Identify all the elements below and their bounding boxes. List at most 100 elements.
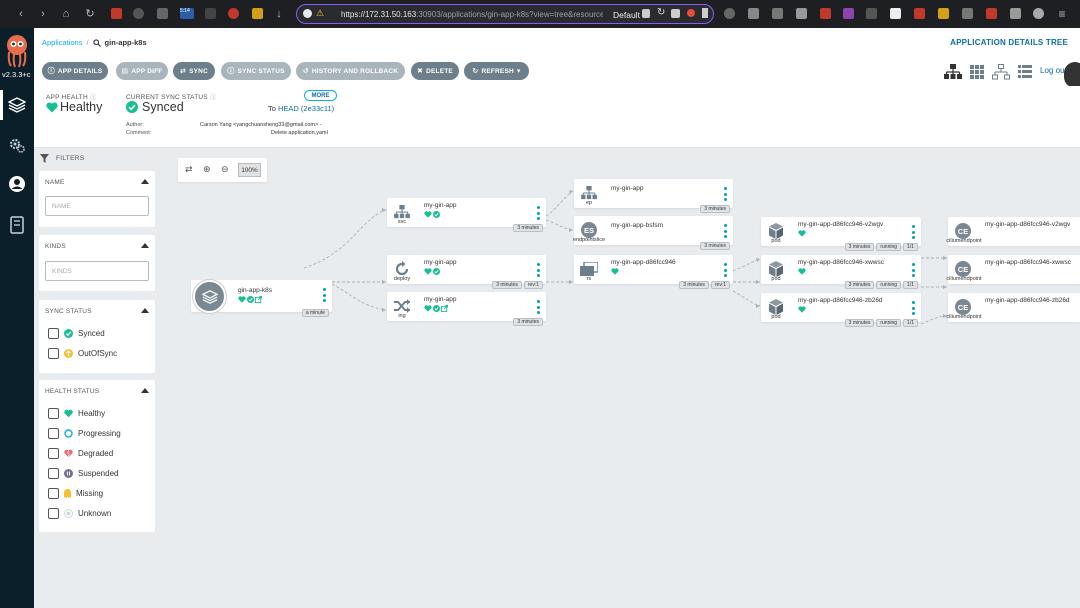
- logout-link[interactable]: Log ou: [1040, 66, 1065, 75]
- extension-icon[interactable]: [724, 8, 735, 19]
- refresh-button[interactable]: ↻REFRESH▾: [464, 62, 529, 80]
- node-menu-icon[interactable]: [537, 206, 540, 220]
- checkbox[interactable]: [48, 487, 59, 499]
- forward-icon[interactable]: ›: [41, 7, 45, 20]
- filter-outofsync[interactable]: OutOfSync: [48, 347, 117, 359]
- extension-icon[interactable]: [962, 8, 973, 19]
- filter-synced[interactable]: Synced: [48, 327, 105, 339]
- collapse-icon[interactable]: [141, 388, 149, 393]
- checkbox[interactable]: [48, 327, 59, 339]
- bookmark-favicon[interactable]: [228, 8, 239, 19]
- argo-logo-icon[interactable]: [5, 34, 29, 68]
- nav-user-info[interactable]: [7, 174, 27, 194]
- extension-icon[interactable]: [642, 9, 650, 18]
- extension-icon[interactable]: [843, 8, 854, 19]
- extension-icon[interactable]: [938, 8, 949, 19]
- zoom-in-icon[interactable]: ⊕: [203, 164, 211, 174]
- tab-icon[interactable]: [671, 9, 680, 18]
- bookmark-icon[interactable]: [702, 8, 708, 18]
- breadcrumb-applications[interactable]: Applications: [42, 38, 83, 47]
- filter-progressing[interactable]: Progressing: [48, 427, 121, 439]
- question-icon[interactable]: ⓘ: [89, 94, 97, 101]
- sync-button[interactable]: ⇄SYNC: [173, 62, 215, 80]
- checkbox[interactable]: [48, 447, 59, 459]
- home-icon[interactable]: ⌂: [62, 7, 70, 20]
- question-icon[interactable]: ⓘ: [209, 94, 217, 101]
- checkbox[interactable]: [48, 467, 59, 479]
- pod-node[interactable]: pod my-gin-app-d86fcc946-xwwsc 3 minutes…: [761, 255, 921, 289]
- ing-node[interactable]: ing my-gin-app 3 minutes: [387, 292, 546, 326]
- bookmark-favicon[interactable]: [205, 8, 216, 19]
- extension-icon[interactable]: [772, 8, 783, 19]
- tree-view-icon[interactable]: [944, 64, 962, 80]
- node-menu-icon[interactable]: [537, 300, 540, 314]
- endpointslice-node[interactable]: ES endpointslice my-gin-app-bsfsm 3 minu…: [573, 216, 733, 250]
- extension-icon[interactable]: [820, 8, 831, 19]
- extension-icon[interactable]: [1010, 8, 1021, 19]
- extension-icon[interactable]: [748, 8, 759, 19]
- bookmark-favicon[interactable]: [133, 8, 144, 19]
- ciliumendpoint-node[interactable]: CE ciliumendpoint my-gin-app-d86fcc946-z…: [946, 293, 1080, 322]
- collapse-icon[interactable]: [141, 243, 149, 248]
- checkbox[interactable]: [48, 427, 59, 439]
- site-info-icon[interactable]: [303, 9, 312, 18]
- collapse-icon[interactable]: [141, 308, 149, 313]
- menu-icon[interactable]: ≡: [1058, 7, 1066, 21]
- extension-icon[interactable]: [986, 8, 997, 19]
- collapse-icon[interactable]: [141, 179, 149, 184]
- pods-view-icon[interactable]: [970, 65, 984, 79]
- list-view-icon[interactable]: [1018, 65, 1032, 79]
- checkbox[interactable]: [48, 347, 59, 359]
- ciliumendpoint-node[interactable]: CE ciliumendpoint my-gin-app-d86fcc946-v…: [946, 217, 1080, 246]
- nav-settings[interactable]: [7, 135, 27, 155]
- ciliumendpoint-node[interactable]: CE ciliumendpoint my-gin-app-d86fcc946-x…: [946, 255, 1080, 284]
- nav-applications[interactable]: [7, 95, 27, 115]
- more-button[interactable]: MORE: [304, 90, 337, 101]
- extension-icon[interactable]: [1033, 8, 1044, 19]
- node-menu-icon[interactable]: [724, 224, 727, 238]
- app-node[interactable]: gin-app-k8s a minute: [191, 280, 332, 317]
- reload-icon[interactable]: ↻: [85, 7, 95, 20]
- external-link-icon[interactable]: [441, 305, 448, 312]
- breadcrumb-current[interactable]: gin-app-k8s: [104, 38, 147, 47]
- nav-docs[interactable]: [7, 215, 27, 235]
- checkbox[interactable]: [48, 407, 59, 419]
- revision-link[interactable]: HEAD (2e33c11): [278, 104, 335, 113]
- node-menu-icon[interactable]: [724, 263, 727, 277]
- node-menu-icon[interactable]: [912, 263, 915, 277]
- extension-icon[interactable]: [890, 8, 901, 19]
- bookmark-favicon[interactable]: [157, 8, 168, 19]
- record-icon[interactable]: [687, 9, 695, 17]
- filter-degraded[interactable]: Degraded: [48, 447, 113, 459]
- ep-node[interactable]: ep my-gin-app 3 minutes: [574, 179, 733, 213]
- node-menu-icon[interactable]: [912, 225, 915, 239]
- node-menu-icon[interactable]: [537, 263, 540, 277]
- delete-button[interactable]: ✖DELETE: [411, 62, 459, 80]
- pod-node[interactable]: pod my-gin-app-d86fcc946-v2wgv 3 minutes…: [761, 217, 921, 251]
- svc-node[interactable]: svc my-gin-app 3 minutes: [387, 198, 546, 232]
- download-icon[interactable]: ↓: [276, 7, 282, 20]
- node-menu-icon[interactable]: [724, 187, 727, 201]
- pod-node[interactable]: pod my-gin-app-d86fcc946-zb26d 3 minutes…: [761, 293, 921, 327]
- filter-healthy[interactable]: Healthy: [48, 407, 105, 419]
- resource-tree-canvas[interactable]: ⇄ ⊕ ⊖ 100%: [161, 148, 1080, 608]
- name-filter-input[interactable]: NAME: [45, 196, 149, 216]
- checkbox[interactable]: [48, 507, 59, 519]
- history-rollback-button[interactable]: ↺HISTORY AND ROLLBACK: [296, 62, 405, 80]
- network-view-icon[interactable]: [992, 64, 1010, 80]
- filter-unknown[interactable]: Unknown: [48, 507, 111, 519]
- bookmark-favicon[interactable]: [252, 8, 263, 19]
- node-menu-icon[interactable]: [323, 288, 326, 302]
- zoom-out-icon[interactable]: ⊖: [221, 164, 229, 174]
- profile-name[interactable]: Default: [613, 10, 640, 20]
- filter-missing[interactable]: Missing: [48, 487, 103, 499]
- refresh-icon[interactable]: ↻: [657, 7, 666, 18]
- extension-icon[interactable]: [796, 8, 807, 19]
- filter-suspended[interactable]: Suspended: [48, 467, 118, 479]
- back-icon[interactable]: ‹: [19, 7, 23, 20]
- bookmark-favicon[interactable]: [111, 8, 122, 19]
